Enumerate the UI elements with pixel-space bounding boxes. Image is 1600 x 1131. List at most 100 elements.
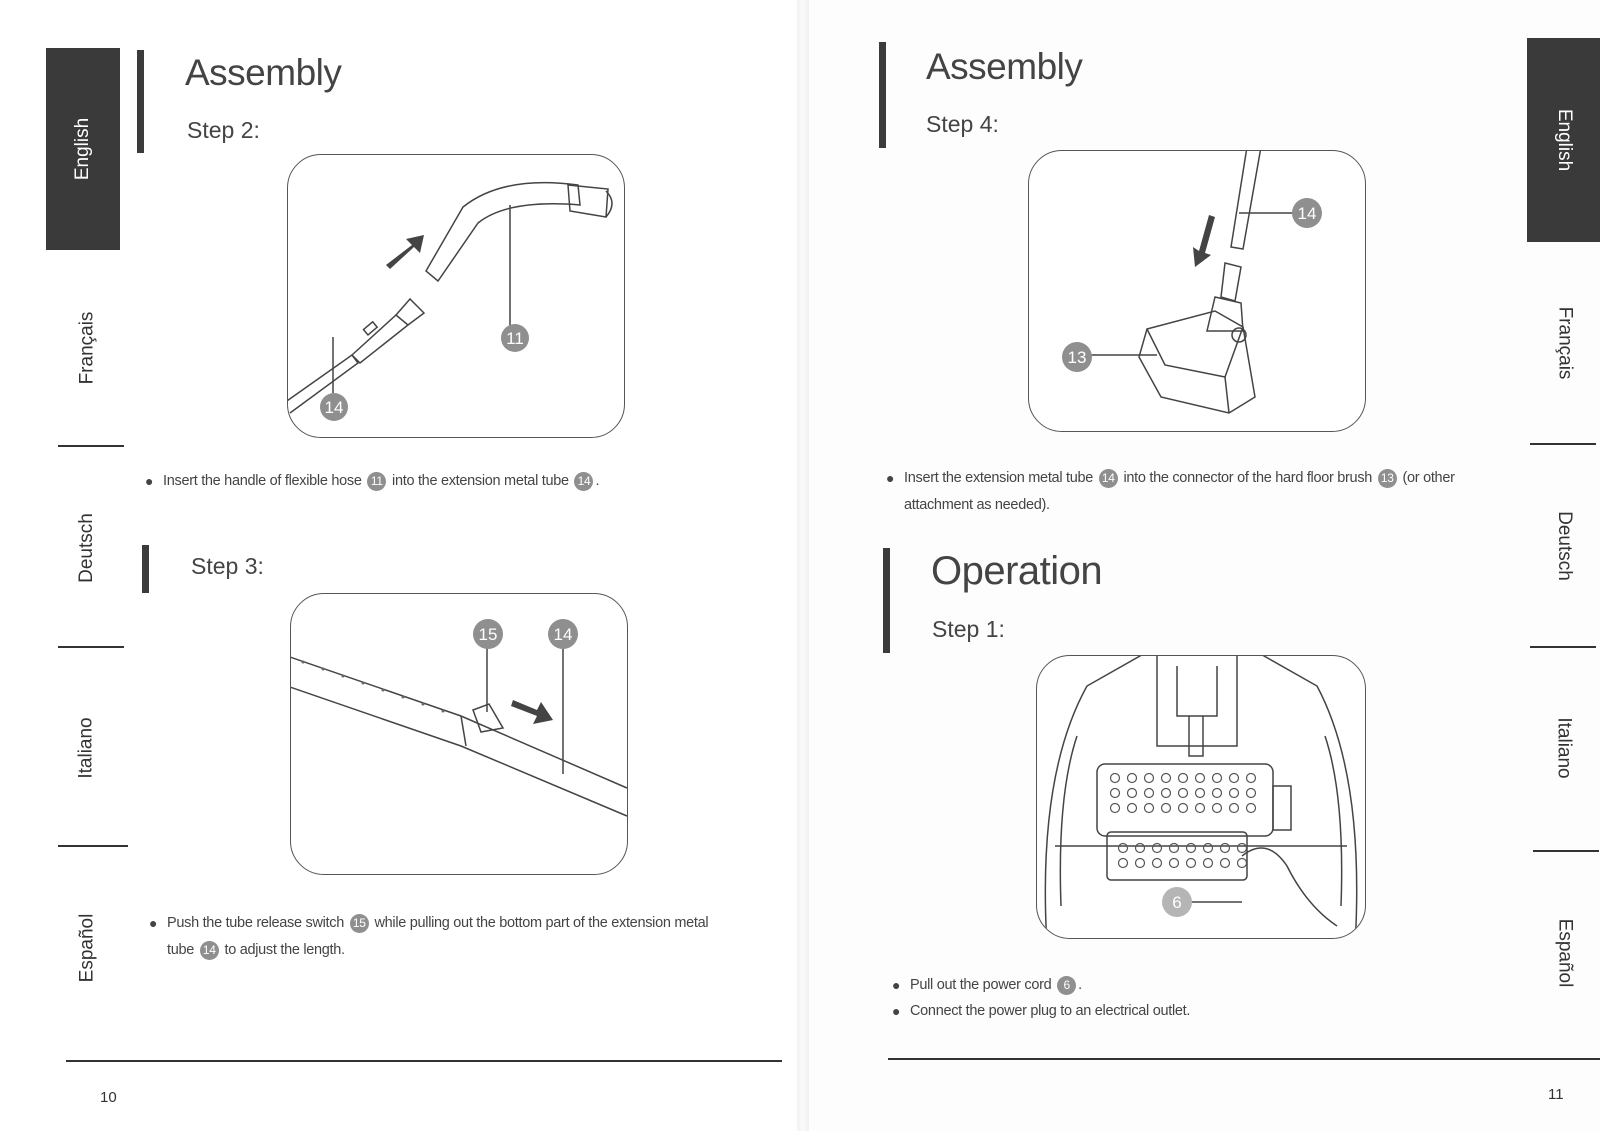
filter-hole — [1211, 772, 1223, 784]
filter-hole — [1228, 787, 1240, 799]
tab-english[interactable]: English — [1527, 38, 1600, 242]
footer-rule — [66, 1060, 782, 1062]
filter-hole — [1228, 802, 1240, 814]
instruction-text: Connect the power plug to an electrical … — [910, 1003, 1191, 1019]
ref-badge-6: 6 — [1057, 975, 1077, 995]
filter-hole — [1134, 857, 1146, 869]
filter-hole — [1177, 787, 1189, 799]
filter-hole — [1151, 857, 1163, 869]
section-bar — [879, 42, 886, 148]
instruction-text: (or other — [1402, 470, 1455, 486]
filter-hole — [1245, 772, 1257, 784]
filter-hole — [1160, 772, 1172, 784]
instruction-text: attachment as needed). — [904, 497, 1050, 513]
instruction-text: to adjust the length. — [224, 942, 346, 958]
filter-hole — [1245, 787, 1257, 799]
filter-hole — [1177, 772, 1189, 784]
page-number-left: 10 — [100, 1089, 117, 1106]
ref-badge-11: 11 — [367, 471, 387, 491]
filter-hole — [1126, 802, 1138, 814]
bullet: ● — [892, 977, 901, 993]
filter-hole — [1245, 802, 1257, 814]
filter-hole — [1202, 842, 1214, 854]
callout-11: 11 — [506, 329, 524, 348]
tab-label-francais: Français — [1553, 306, 1575, 380]
filter-hole — [1134, 842, 1146, 854]
filter-hole — [1143, 787, 1155, 799]
section-bar — [142, 545, 149, 593]
tab-divider — [1530, 443, 1596, 445]
filter-hole — [1151, 842, 1163, 854]
tab-deutsch[interactable]: Deutsch — [50, 450, 124, 645]
ref-badge-14: 14 — [1098, 468, 1118, 488]
step-2-illustration: 11 14 — [287, 154, 625, 438]
tab-english[interactable]: English — [46, 48, 120, 250]
filter-hole — [1143, 802, 1155, 814]
operation-step-1-title: Step 1: — [932, 616, 1005, 642]
step-4-title: Step 4: — [926, 111, 999, 137]
section-heading-operation: Operation — [931, 549, 1103, 593]
tab-label-deutsch: Deutsch — [1553, 510, 1575, 581]
filter-hole — [1211, 787, 1223, 799]
operation-instruction-1: ● Pull out the power cord 6. — [892, 972, 1510, 999]
tab-italiano[interactable]: Italiano — [1527, 650, 1600, 845]
footer-rule — [888, 1058, 1600, 1060]
filter-hole — [1109, 772, 1121, 784]
tab-label-espanol: Español — [75, 913, 97, 982]
callout-15: 15 — [479, 625, 498, 644]
filter-hole — [1236, 842, 1248, 854]
filter-hole — [1194, 772, 1206, 784]
instruction-text: Insert the extension metal tube — [904, 470, 1093, 486]
filter-hole — [1126, 787, 1138, 799]
tab-divider — [1530, 646, 1596, 648]
filter-hole — [1117, 857, 1129, 869]
instruction-text: . — [1078, 977, 1082, 993]
instruction-text: Pull out the power cord — [910, 977, 1052, 993]
callout-14: 14 — [325, 398, 344, 417]
tab-italiano[interactable]: Italiano — [50, 650, 124, 845]
step-3-title: Step 3: — [191, 553, 264, 579]
callout-6: 6 — [1172, 893, 1181, 912]
instruction-text: Push the tube release switch — [167, 915, 344, 931]
instruction-text: tube — [167, 942, 195, 958]
bullet: ● — [886, 470, 895, 486]
tab-label-italiano: Italiano — [76, 716, 97, 779]
filter-hole — [1219, 857, 1231, 869]
tab-label-francais: Français — [75, 311, 97, 384]
tab-label-english: English — [71, 117, 93, 181]
filter-hole — [1228, 772, 1240, 784]
tab-espanol[interactable]: Español — [1527, 855, 1600, 1050]
page-number-right: 11 — [1548, 1086, 1564, 1103]
filter-hole — [1168, 857, 1180, 869]
instruction-text: Insert the handle of flexible hose — [163, 473, 362, 489]
filter-hole — [1160, 787, 1172, 799]
tab-espanol[interactable]: Español — [50, 850, 124, 1045]
step-4-instruction: ● Insert the extension metal tube 14 int… — [886, 465, 1504, 519]
ref-badge-13: 13 — [1377, 468, 1397, 488]
book-gutter — [797, 0, 809, 1131]
ref-badge-15: 15 — [349, 913, 369, 933]
tab-divider — [58, 646, 124, 648]
tab-divider — [58, 445, 124, 447]
tab-deutsch[interactable]: Deutsch — [1527, 448, 1600, 643]
tab-divider — [1533, 850, 1599, 852]
filter-hole — [1160, 802, 1172, 814]
filter-hole — [1109, 802, 1121, 814]
tab-francais[interactable]: Français — [50, 255, 124, 440]
callout-14: 14 — [1298, 204, 1317, 223]
filter-hole — [1109, 787, 1121, 799]
section-bar — [137, 50, 144, 153]
tab-francais[interactable]: Français — [1527, 248, 1600, 438]
operation-step-1-illustration: 6 — [1036, 655, 1366, 939]
filter-hole — [1219, 842, 1231, 854]
left-page: English Français Deutsch Italiano Españo… — [46, 48, 782, 1106]
filter-hole — [1117, 842, 1129, 854]
filter-hole — [1185, 857, 1197, 869]
instruction-text: into the connector of the hard floor bru… — [1123, 470, 1373, 486]
tab-label-espanol: Español — [1553, 918, 1575, 987]
step-2-instruction: ● Insert the handle of flexible hose 11 … — [145, 468, 763, 495]
filter-hole — [1168, 842, 1180, 854]
filter-hole — [1177, 802, 1189, 814]
filter-hole — [1211, 802, 1223, 814]
instruction-text: while pulling out the bottom part of the… — [374, 915, 709, 931]
